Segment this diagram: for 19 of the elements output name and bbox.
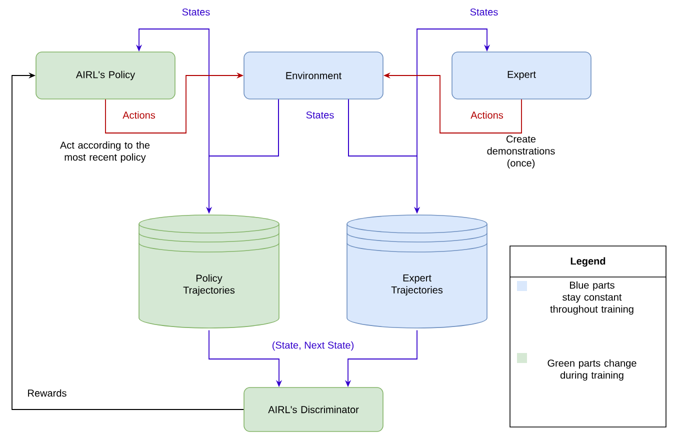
edge-label: Rewards bbox=[26, 388, 68, 398]
annotation-text: Create demonstrations (once) bbox=[487, 135, 555, 169]
legend-title: Legend bbox=[570, 257, 606, 267]
edge-label: States bbox=[180, 7, 212, 17]
process-box: Expert bbox=[452, 52, 592, 100]
legend-text: Blue parts stay constant throughout training bbox=[550, 281, 634, 315]
process-box: AIRL's Discriminator bbox=[244, 387, 384, 432]
annotation-text: Act according to the most recent policy bbox=[60, 141, 150, 163]
edge-label: States bbox=[468, 7, 500, 17]
edge-label: States bbox=[304, 110, 336, 120]
edge-label: Actions bbox=[122, 110, 156, 120]
edge-label: Actions bbox=[470, 110, 504, 120]
arrow bbox=[12, 72, 244, 410]
database-cylinder: Policy Trajectories bbox=[138, 214, 280, 328]
process-box: Environment bbox=[244, 52, 384, 100]
process-box: AIRL's Policy bbox=[36, 52, 176, 100]
edge-label: (State, Next State) bbox=[270, 340, 356, 352]
legend-text: Green parts change during training bbox=[548, 359, 636, 381]
database-cylinder: Expert Trajectories bbox=[346, 214, 488, 328]
